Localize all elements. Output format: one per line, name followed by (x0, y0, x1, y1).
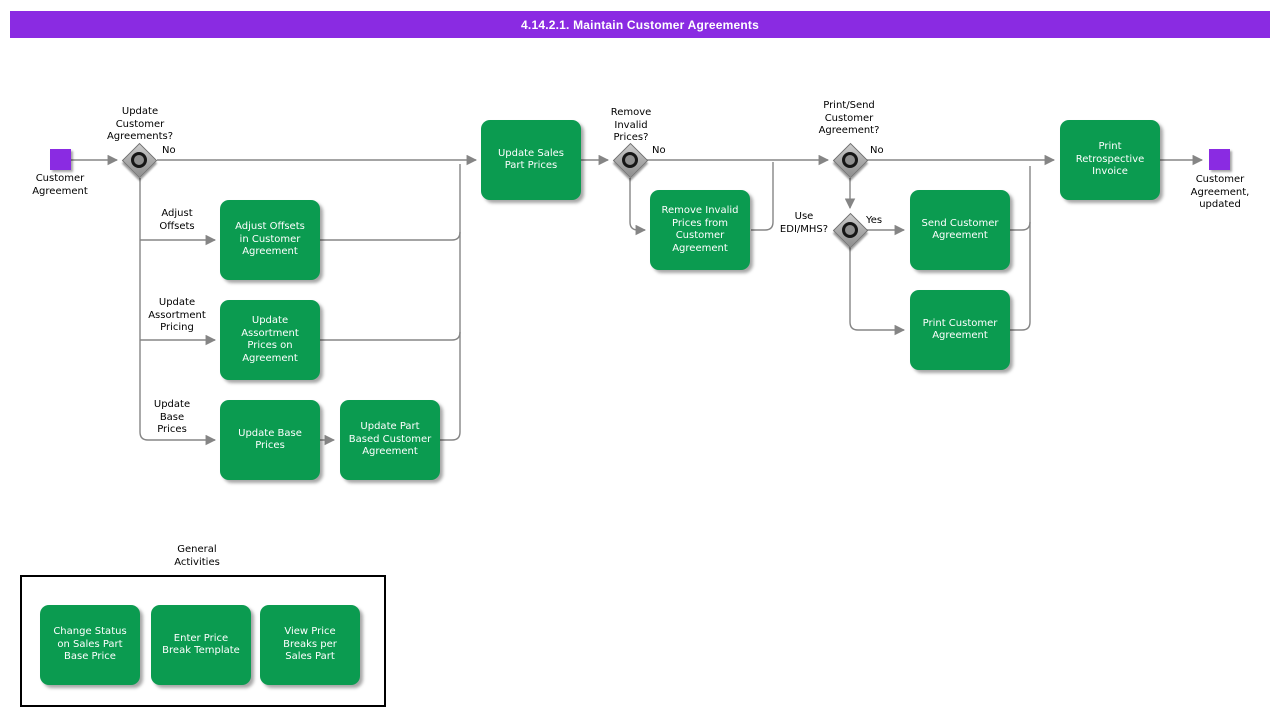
gateway-label-print-send-customer-agreement: Print/Send Customer Agreement? (818, 100, 880, 136)
start-event-customer-agreement[interactable] (50, 149, 71, 170)
gateway-use-edi-mhs[interactable] (832, 212, 869, 249)
gateway-circle-icon (622, 152, 638, 168)
gateway-label-remove-invalid-prices: Remove Invalid Prices? (610, 107, 652, 143)
gateway-remove-invalid-prices[interactable] (612, 142, 649, 179)
task-send-customer-agreement[interactable]: Send Customer Agreement (910, 190, 1010, 270)
edge-label-no-remove: No (652, 145, 666, 156)
task-remove-invalid-prices-from-customer-agreement[interactable]: Remove Invalid Prices from Customer Agre… (650, 190, 750, 270)
task-change-status-on-sales-part-base-price[interactable]: Change Status on Sales Part Base Price (40, 605, 140, 685)
diagram-title-bar: 4.14.2.1. Maintain Customer Agreements (10, 11, 1270, 38)
general-activities-label: General Activities (174, 544, 220, 568)
task-update-part-based-customer-agreement[interactable]: Update Part Based Customer Agreement (340, 400, 440, 480)
task-update-sales-part-prices[interactable]: Update Sales Part Prices (481, 120, 581, 200)
gateway-circle-icon (131, 152, 147, 168)
task-view-price-breaks-per-sales-part[interactable]: View Price Breaks per Sales Part (260, 605, 360, 685)
task-update-base-prices[interactable]: Update Base Prices (220, 400, 320, 480)
page-title: 4.14.2.1. Maintain Customer Agreements (521, 17, 759, 32)
task-update-assortment-prices-on-agreement[interactable]: Update Assortment Prices on Agreement (220, 300, 320, 380)
edge-label-yes-edi: Yes (866, 215, 883, 226)
gateway-label-update-customer-agreements: Update Customer Agreements? (106, 106, 174, 142)
task-print-retrospective-invoice[interactable]: Print Retrospective Invoice (1060, 120, 1160, 200)
edge-label-no-update: No (162, 145, 176, 156)
edge-label-adjust-offsets: Adjust Offsets (159, 208, 195, 232)
start-event-label: Customer Agreement (32, 173, 88, 197)
gateway-print-send-customer-agreement[interactable] (832, 142, 869, 179)
end-event-customer-agreement-updated[interactable] (1209, 149, 1230, 170)
gateway-circle-icon (842, 222, 858, 238)
gateway-update-customer-agreements[interactable] (121, 142, 158, 179)
task-adjust-offsets-in-customer-agreement[interactable]: Adjust Offsets in Customer Agreement (220, 200, 320, 280)
task-print-customer-agreement[interactable]: Print Customer Agreement (910, 290, 1010, 370)
task-enter-price-break-template[interactable]: Enter Price Break Template (151, 605, 251, 685)
edge-label-update-assortment-pricing: Update Assortment Pricing (148, 297, 206, 333)
end-event-label: Customer Agreement, updated (1190, 174, 1250, 210)
gateway-circle-icon (842, 152, 858, 168)
edge-label-no-print-send: No (870, 145, 884, 156)
edge-label-update-base-prices: Update Base Prices (153, 399, 191, 435)
gateway-label-use-edi-mhs: Use EDI/MHS? (779, 211, 829, 235)
